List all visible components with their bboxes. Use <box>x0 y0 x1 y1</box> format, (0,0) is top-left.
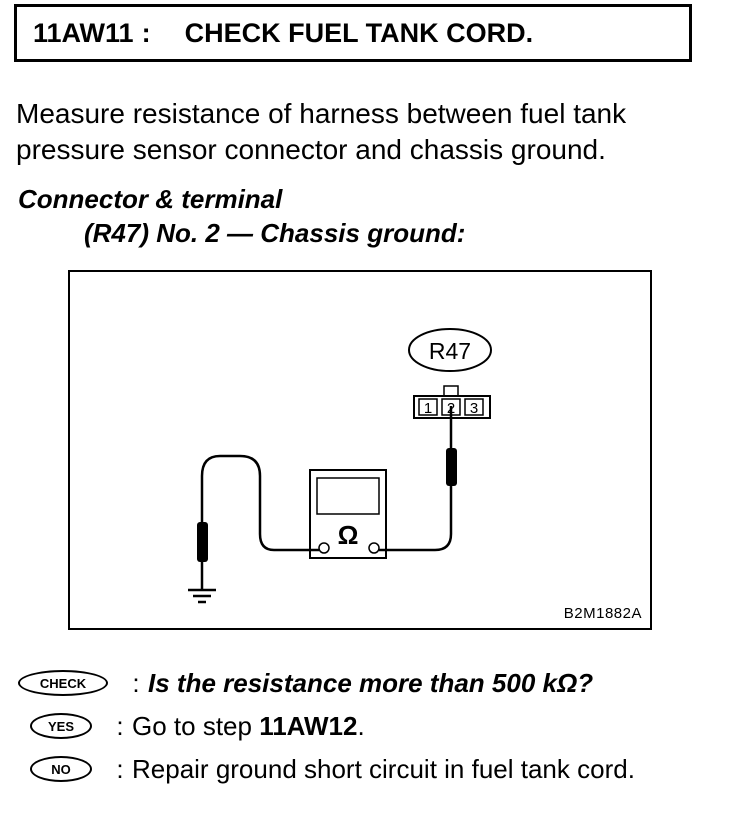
no-row: NO : Repair ground short circuit in fuel… <box>18 752 718 822</box>
meter-terminal-left <box>318 542 330 554</box>
terminal-1-box <box>418 398 438 416</box>
ohmmeter: Ω <box>309 469 387 559</box>
terminal-3-label: 3 <box>470 400 478 417</box>
step-title: CHECK FUEL TANK CORD. <box>184 17 534 48</box>
check-colon: : <box>132 668 140 698</box>
probe-handle-right <box>446 448 457 486</box>
connector-label: R47 <box>429 338 471 364</box>
check-row: CHECK : Is the resistance more than 500 … <box>18 666 718 700</box>
terminal-1-label: 1 <box>424 400 432 417</box>
connector-heading-line2: (R47) No. 2 — Chassis ground: <box>84 218 466 248</box>
connector-label-ellipse <box>408 328 492 372</box>
ohmmeter-display <box>316 477 380 515</box>
connector-heading: Connector & terminal (R47) No. 2 — Chass… <box>18 182 465 250</box>
wiring-diagram: R47 1 2 3 Ω <box>68 270 652 630</box>
no-answer: Repair ground short circuit in fuel tank… <box>132 754 635 784</box>
step-title-box: 11AW11 : CHECK FUEL TANK CORD. <box>14 4 692 62</box>
probe-handle-left <box>197 522 208 562</box>
yes-answer: Go to step 11AW12. <box>132 709 718 743</box>
yes-row: YES : Go to step 11AW12. <box>18 709 718 743</box>
connector-heading-line1: Connector & terminal <box>18 184 283 214</box>
meter-terminal-right <box>368 542 380 554</box>
step-code-separator: : <box>141 17 151 48</box>
yes-answer-prefix: Go to step <box>132 711 260 741</box>
no-badge: NO <box>30 756 92 782</box>
instruction-text: Measure resistance of harness between fu… <box>16 98 627 165</box>
step-code: 11AW11 <box>33 17 134 48</box>
yes-step-link: 11AW12 <box>259 711 358 741</box>
connector-latch <box>443 385 459 397</box>
terminal-3-box <box>464 398 484 416</box>
no-colon: : <box>116 754 124 784</box>
yes-answer-suffix: . <box>357 711 365 741</box>
ohm-symbol: Ω <box>338 520 359 550</box>
figure-id: B2M1882A <box>563 605 642 622</box>
yes-badge: YES <box>30 713 92 739</box>
check-badge: CHECK <box>18 670 108 696</box>
yes-colon: : <box>116 711 124 741</box>
lead-right <box>379 486 453 552</box>
check-question: Is the resistance more than 500 kΩ? <box>148 668 594 698</box>
lead-left <box>200 454 319 552</box>
chassis-ground-icon <box>188 588 216 604</box>
wiring-diagram-svg: R47 1 2 3 Ω <box>188 328 492 604</box>
